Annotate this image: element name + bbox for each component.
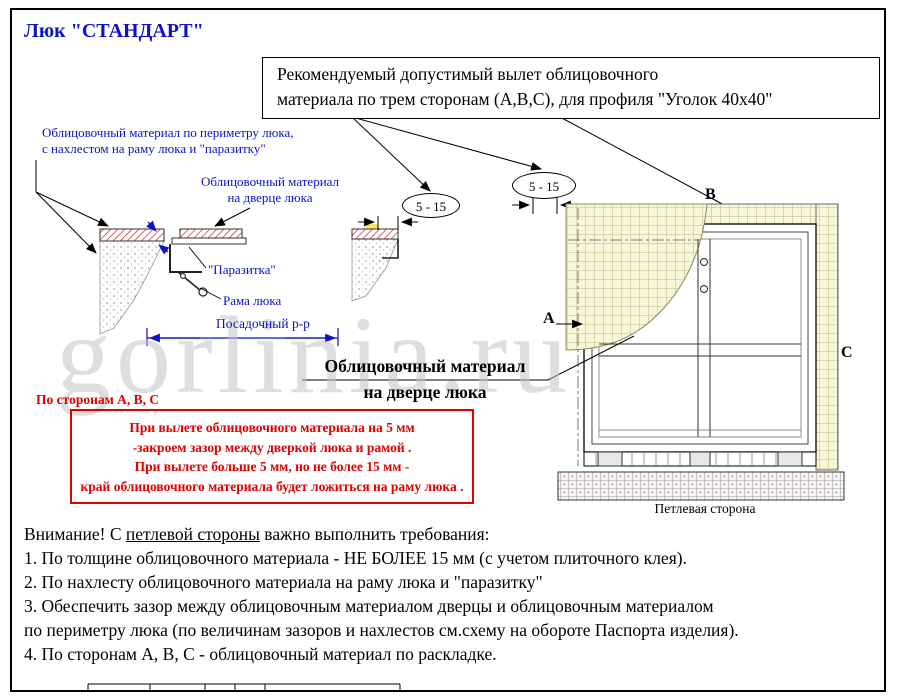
note-line3: При вылете больше 5 мм, но не более 15 м…	[134, 459, 410, 474]
note-line2: -закроем зазор между дверкой люка и рамо…	[132, 439, 412, 455]
door-material-label-big-line1: Облицовочный материал	[324, 356, 526, 376]
note-line4: край облицовочного материала будет ложит…	[80, 478, 464, 494]
posad-label: Посадочный р-р	[216, 316, 310, 331]
hinge-side-label: Петлевая сторона	[654, 501, 756, 516]
title-block	[87, 683, 401, 692]
door-material-label-small: Облицовочный материал на дверце люка	[186, 174, 354, 206]
perimeter-material-line2: с нахлестом на раму люка и "паразитку"	[42, 141, 266, 156]
parazitka-leader	[188, 246, 207, 269]
door-material-label-big-line2: на дверце люка	[363, 382, 487, 402]
requirements-intro: Внимание! С петлевой стороны важно выпол…	[24, 522, 884, 546]
requirements-intro-prefix: Внимание! С	[24, 524, 126, 544]
note-box: При вылете облицовочного материала на 5 …	[70, 409, 474, 504]
door-material-small-line1: Облицовочный материал	[200, 174, 340, 189]
dim1-arrows	[358, 216, 418, 230]
requirement-item-2: 2. По нахлесту облицовочного материала н…	[24, 572, 543, 592]
section-detail-left	[99, 220, 247, 335]
requirements-intro-underline: петлевой стороны	[125, 524, 260, 544]
posad-dimension	[146, 328, 339, 346]
side-c-label: С	[841, 344, 853, 361]
section-detail-right	[351, 224, 399, 302]
watermark: gorlinia.ru	[56, 294, 573, 416]
perimeter-material-line1: Облицовочный материал по периметру люка,	[42, 125, 294, 140]
side-b-label: В	[705, 186, 716, 203]
big-label-leader	[302, 335, 635, 381]
parazitka-label: "Паразитка"	[208, 262, 276, 277]
side-a-label: А	[543, 310, 555, 327]
rama-leader	[199, 287, 222, 300]
door-label-leader	[214, 207, 251, 227]
note-line1: При вылете облицовочного материала на 5 …	[129, 420, 415, 435]
requirements-intro-suffix: важно выполнить требования:	[259, 524, 490, 544]
page-title: Люк "СТАНДАРТ"	[24, 20, 204, 42]
door-material-small-line2: на дверце люка	[227, 190, 313, 205]
perimeter-material-label: Облицовочный материал по периметру люка,…	[42, 125, 293, 157]
recommendation-line2: материала по трем сторонам (А,В,С), для …	[277, 89, 773, 109]
perimeter-label-leaders	[35, 160, 109, 254]
recommendation-line1: Рекомендуемый допустимый вылет облицовоч…	[277, 64, 659, 84]
dim-ellipse-1: 5 - 15	[402, 193, 460, 218]
front-view	[556, 203, 845, 501]
note-box-title: По сторонам А, В, С	[36, 392, 160, 407]
requirements-block: Внимание! С петлевой стороны важно выпол…	[24, 522, 884, 666]
requirement-item-3-line2: по периметру люка (по величинам зазоров …	[24, 620, 739, 640]
recommendation-note: Рекомендуемый допустимый вылет облицовоч…	[262, 57, 880, 119]
box-leader-lines	[351, 116, 753, 221]
rama-label: Рама люка	[223, 293, 282, 308]
requirement-item-3-line1: 3. Обеспечить зазор между облицовочным м…	[24, 596, 714, 616]
dim-ellipse-2: 5 - 15	[512, 172, 576, 199]
requirement-item-4: 4. По сторонам А, В, С - облицовочный ма…	[24, 644, 497, 664]
requirement-item-1: 1. По толщине облицовочного материала - …	[24, 548, 687, 568]
